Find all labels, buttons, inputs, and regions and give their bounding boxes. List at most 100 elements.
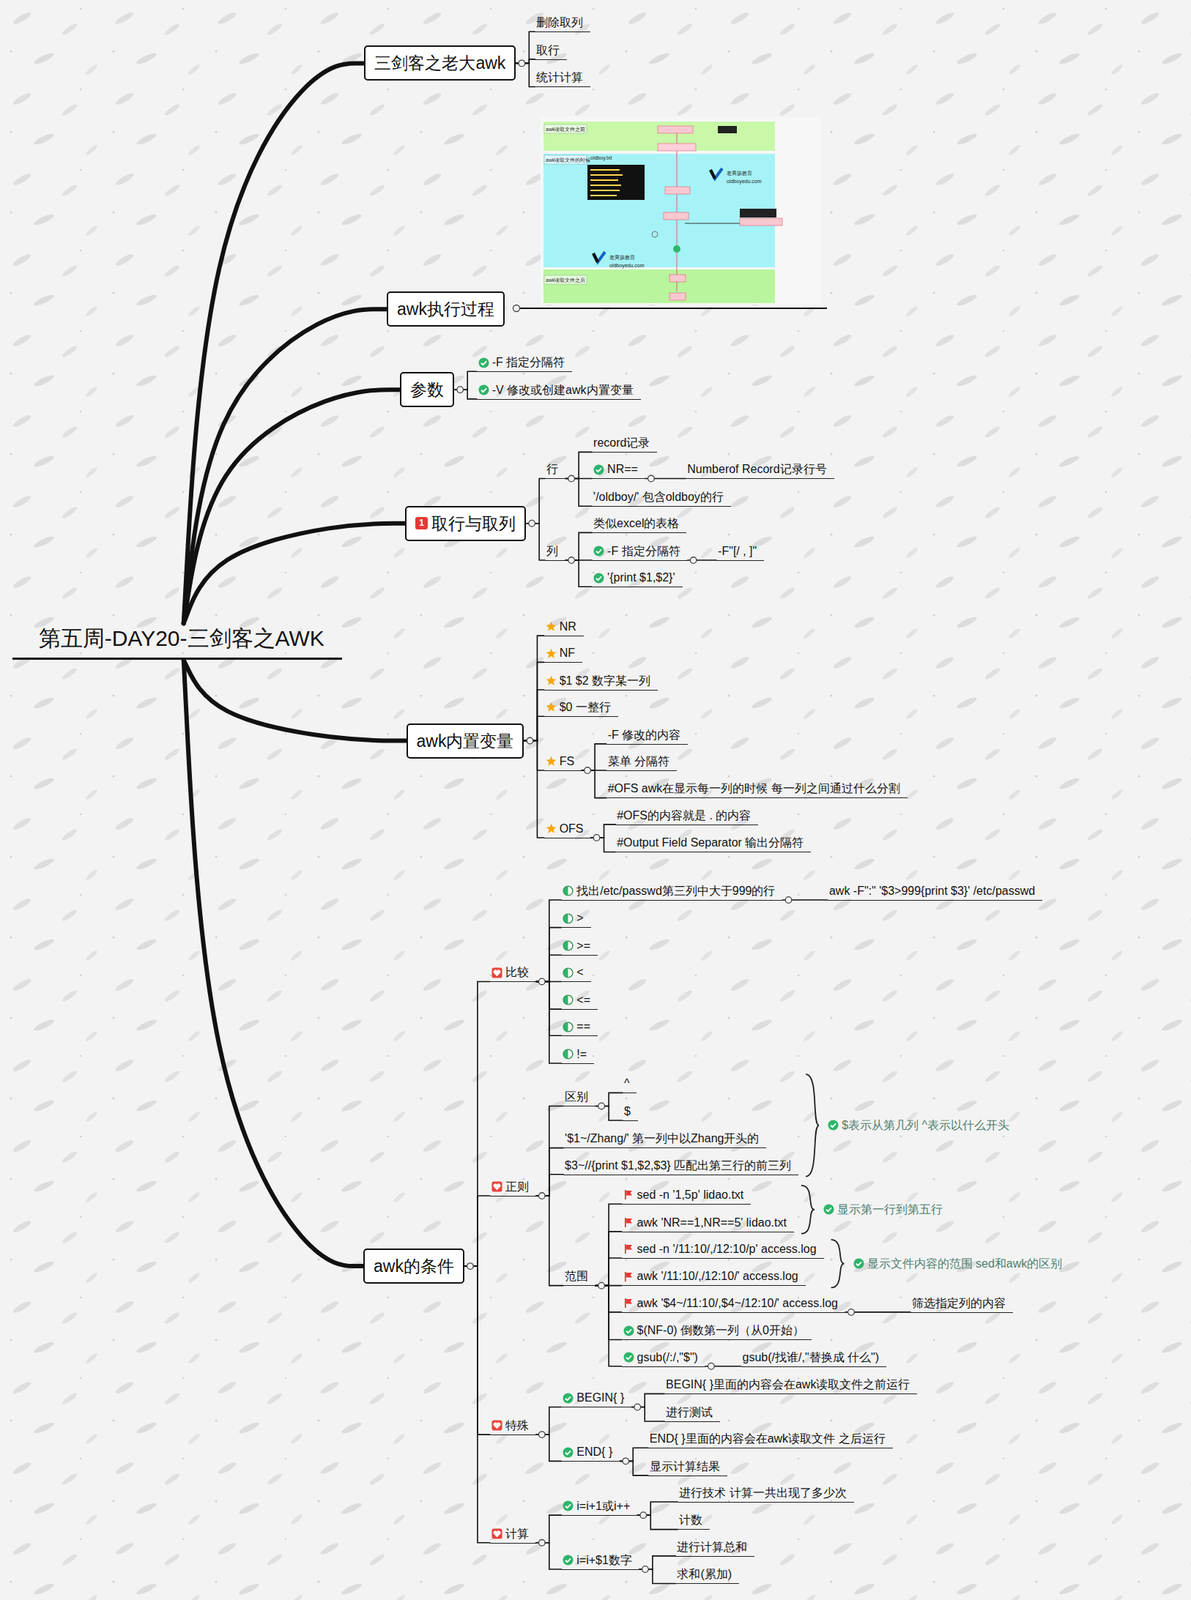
branch-line <box>536 900 562 982</box>
subtopic: == <box>561 1018 598 1037</box>
summary-note: $表示从第几列 ^表示以什么开头 <box>827 1118 1010 1134</box>
branch-line <box>536 1148 564 1197</box>
subtopic: awk '$4~/11:10/,$4~/12:10/' access.log <box>621 1295 846 1314</box>
half-icon <box>562 1048 574 1060</box>
topic-text: record记录 <box>593 435 650 451</box>
branch-line <box>595 1232 622 1287</box>
half-icon <box>562 1021 574 1033</box>
flag-icon <box>623 1243 635 1255</box>
branch-line <box>525 523 545 561</box>
main-branch-line <box>183 309 387 624</box>
subtopic: 行 <box>544 461 566 480</box>
check-icon <box>827 1119 839 1131</box>
branch-knob <box>538 1193 545 1200</box>
subtopic: Numberof Record记录行号 <box>685 461 834 480</box>
subtopic: '/oldboy/' 包含oldboy的行 <box>591 489 732 507</box>
branch-knob <box>538 1431 545 1439</box>
subtopic: #Output Field Separator 输出分隔符 <box>615 835 811 853</box>
curly-brace <box>801 1185 815 1235</box>
branch-line <box>536 955 562 982</box>
check-icon <box>623 1352 635 1364</box>
subtopic: -F 指定分隔符 <box>591 543 688 562</box>
check-icon <box>478 357 490 369</box>
caption-text: 老男孩教育 <box>609 254 636 261</box>
subtopic: 计算 <box>490 1526 537 1545</box>
topic-text: 删除取列 <box>536 15 584 31</box>
topic-text: $3~//{print $1,$2,$3} 匹配出第三行的前三列 <box>564 1158 792 1174</box>
topic-text: 三剑客之老大awk <box>374 52 506 74</box>
check-icon <box>562 1500 574 1512</box>
branch-knob <box>584 767 592 775</box>
topic-text: < <box>576 965 584 981</box>
topic-text: > <box>576 911 584 926</box>
check-icon <box>593 572 605 584</box>
subtopic: 进行技术 计算一共出现了多少次 <box>677 1485 854 1504</box>
summary-text: $表示从第几列 ^表示以什么开头 <box>841 1118 1010 1134</box>
topic-text: gsub(/:/,"$") <box>637 1350 699 1366</box>
topic-text: != <box>576 1047 587 1063</box>
star-icon <box>545 621 557 633</box>
subtopic: 取行 <box>534 42 567 61</box>
topic-text: awk内置变量 <box>416 731 515 752</box>
topic-text: #OFS的内容就是 . 的内容 <box>616 808 751 824</box>
branch-knob <box>538 978 545 986</box>
branch-topic: 三剑客之老大awk <box>364 45 516 81</box>
illustration-caption: awk读取文件之前 <box>545 125 586 133</box>
subtopic: END{ } <box>561 1444 620 1463</box>
check-icon <box>478 384 490 396</box>
topic-text: NR== <box>607 462 638 477</box>
branch-knob <box>848 1309 855 1317</box>
subtopic: NR== <box>591 461 646 480</box>
topic-text: 第五周-DAY20-三剑客之AWK <box>38 625 325 652</box>
subtopic: awk -F":" '$3>999{print $3}' /etc/passwd <box>827 883 1043 901</box>
branch-line <box>464 1196 491 1267</box>
branch-line <box>523 635 544 741</box>
topic-text: >= <box>576 939 591 954</box>
topic-text: i=i+1或i++ <box>576 1499 630 1515</box>
star-icon <box>545 823 557 835</box>
branch-line <box>454 371 477 390</box>
branch-knob <box>568 557 575 565</box>
branch-line <box>565 479 592 507</box>
subtopic: -F 指定分隔符 <box>476 354 573 373</box>
branch-topic: awk执行过程 <box>386 291 505 327</box>
topic-text: awk '/11:10/,/12:10/' access.log <box>637 1269 799 1285</box>
branch-knob <box>689 557 697 565</box>
branch-line <box>565 560 592 587</box>
star-icon <box>545 648 557 660</box>
branch-knob <box>598 1282 606 1290</box>
branch-knob <box>526 737 534 745</box>
topic-text: FS <box>559 754 575 770</box>
summary-text: 显示第一行到第五行 <box>837 1202 943 1218</box>
subtopic: sed -n '/11:10/,/12:10/p' access.log <box>621 1241 825 1260</box>
branch-line <box>845 1311 911 1314</box>
branch-topic: awk的条件 <box>363 1248 465 1285</box>
subtopic: -V 修改或创建awk内置变量 <box>476 382 641 400</box>
check-icon <box>593 464 605 476</box>
heart-icon <box>491 1528 503 1540</box>
topic-text: 比较 <box>505 965 529 981</box>
priority-icon: 1 <box>415 517 428 530</box>
flag-icon <box>623 1189 635 1201</box>
topic-text: <= <box>576 993 591 1008</box>
branch-line <box>536 1434 562 1462</box>
subtopic: 菜单 分隔符 <box>606 753 677 772</box>
topic-text: $ <box>624 1104 631 1120</box>
topic-text: awk的条件 <box>373 1256 455 1277</box>
branch-line <box>523 662 544 741</box>
branch-line <box>595 1258 622 1287</box>
branch-line <box>565 532 592 561</box>
branch-knob <box>708 1363 715 1370</box>
branch-knob <box>634 1404 641 1411</box>
topic-text: '$1~/Zhang/' 第一列中以Zhang开头的 <box>564 1131 759 1147</box>
half-icon <box>562 913 574 925</box>
subtopic: i=i+1或i++ <box>561 1498 638 1517</box>
branch-line <box>515 31 535 63</box>
subtopic: '$1~/Zhang/' 第一列中以Zhang开头的 <box>563 1130 767 1149</box>
topic-text: -F 指定分隔符 <box>492 355 566 370</box>
subtopic: $ <box>622 1103 638 1122</box>
topic-text: gsub(/找谁/,"替换成 什么") <box>742 1350 880 1366</box>
subtopic: 找出/etc/passwd第三列中大于999的行 <box>561 883 783 901</box>
topic-text: #Output Field Separator 输出分隔符 <box>616 835 804 851</box>
subtopic: gsub(/找谁/,"替换成 什么") <box>741 1349 888 1368</box>
